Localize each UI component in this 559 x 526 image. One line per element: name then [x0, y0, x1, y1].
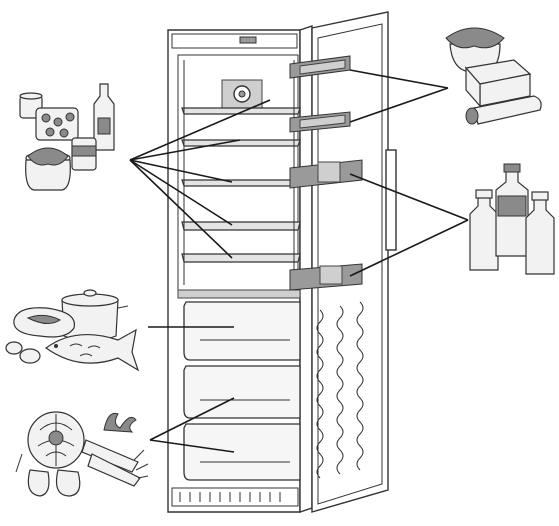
jars-and-preserves-icon: [20, 84, 114, 190]
divider-plate: [178, 290, 300, 298]
bottles-icon: [470, 164, 554, 274]
display-icon: [240, 37, 256, 43]
refrigerator-icon: [168, 26, 312, 512]
drawer-2: [184, 366, 300, 418]
door-handle: [386, 150, 396, 250]
drawer-3: [184, 424, 300, 480]
vegetables-icon: [16, 412, 148, 496]
shelf-3: [182, 180, 300, 186]
shelf-5: [182, 254, 300, 262]
shelf-2: [182, 140, 300, 146]
cheese-and-butter-icon: [446, 28, 541, 124]
drawer-1: [184, 302, 300, 360]
fish-and-meat-icon: [6, 290, 138, 370]
